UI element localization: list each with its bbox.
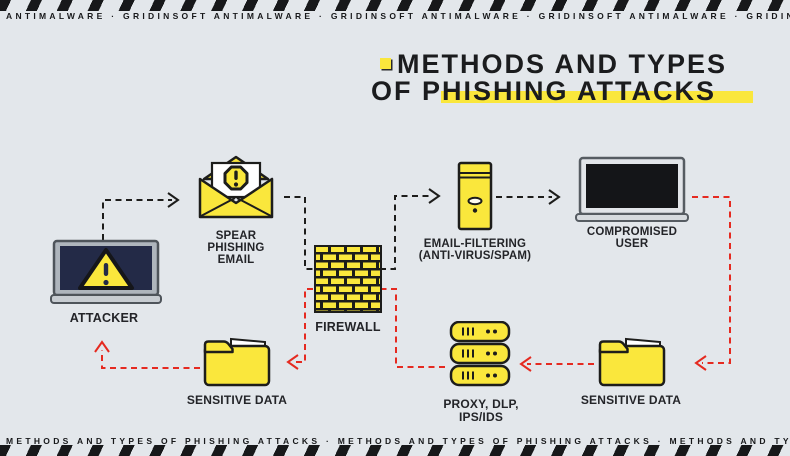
folder-icon bbox=[597, 334, 667, 388]
red-arrowheads bbox=[94, 340, 707, 372]
bottom-title-banner: METHODS AND TYPES OF PHISHING ATTACKS · … bbox=[6, 436, 790, 446]
firewall-label: FIREWALL bbox=[315, 320, 381, 334]
top-brand-banner: ANTIMALWARE · GRIDINSOFT ANTIMALWARE · G… bbox=[6, 11, 790, 21]
page-title-line2: OF PHISHING ATTACKS bbox=[371, 76, 716, 106]
email-filtering-label: EMAIL-FILTERING (ANTI-VIRUS/SPAM) bbox=[418, 238, 532, 262]
server-stack-icon bbox=[447, 320, 513, 387]
black-arrowheads bbox=[167, 188, 561, 208]
title-bullet-square-icon bbox=[380, 58, 391, 69]
spear-phishing-email-label: SPEAR PHISHING EMAIL bbox=[207, 230, 265, 266]
sensitive-data-left-label: SENSITIVE DATA bbox=[186, 393, 288, 407]
laptop-icon bbox=[575, 155, 689, 225]
laptop-warning-icon bbox=[50, 237, 162, 307]
compromised-user-label: COMPROMISED USER bbox=[586, 226, 678, 250]
hazard-stripes-bottom bbox=[0, 445, 790, 456]
folder-icon bbox=[202, 334, 272, 388]
proxy-dlp-label: PROXY, DLP, IPS/IDS bbox=[443, 397, 519, 424]
hazard-stripes-top bbox=[0, 0, 790, 11]
sensitive-data-right-label: SENSITIVE DATA bbox=[580, 393, 682, 407]
brick-wall-icon bbox=[314, 245, 382, 313]
server-tower-icon bbox=[457, 161, 493, 231]
open-envelope-warning-icon bbox=[198, 151, 274, 221]
attacker-label: ATTACKER bbox=[69, 311, 139, 325]
title-yellow-highlight bbox=[441, 91, 753, 103]
page-title-line1: METHODS AND TYPES bbox=[397, 49, 728, 79]
